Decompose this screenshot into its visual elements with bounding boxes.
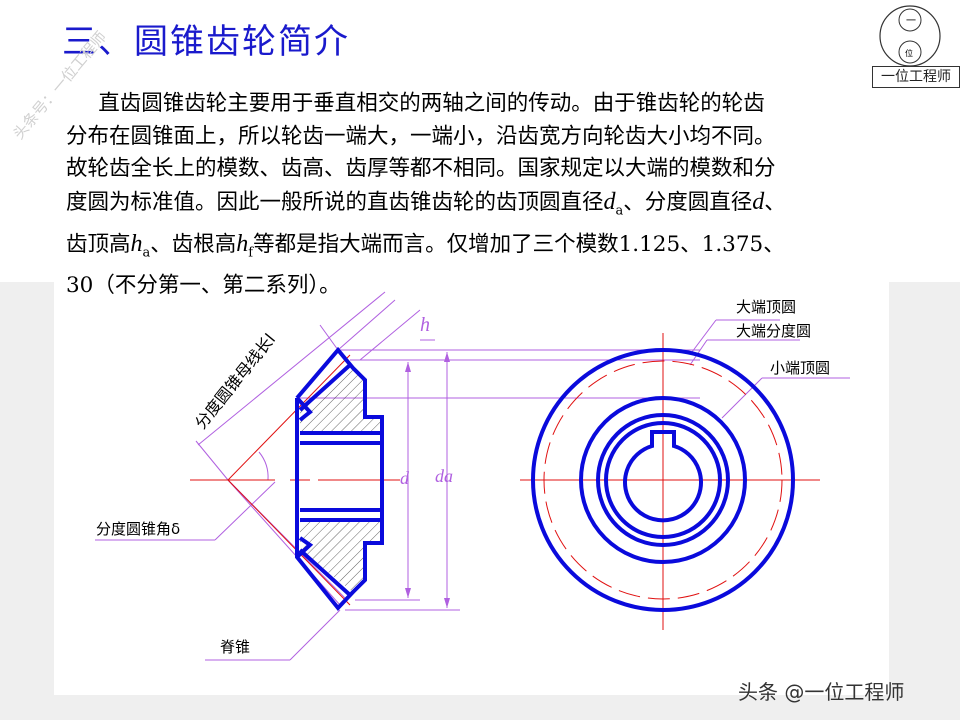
symbol-h: h [236, 230, 249, 257]
para-line: 直齿圆锥齿轮主要用于垂直相交的两轴之间的传动。由于锥齿轮的轮齿 [98, 91, 765, 116]
slide-background [0, 0, 960, 282]
para-line: 故轮齿全长上的模数、齿高、齿厚等都不相同。国家规定以大端的模数和分 [66, 156, 776, 182]
gear-front-view [531, 348, 795, 612]
para-line: 、 [764, 189, 786, 215]
para-line: 等都是指大端而言。仅增加了三个模数1.125、1.375、 [253, 231, 785, 257]
para-line: 、齿根高 [150, 231, 237, 257]
label-small-end-tip-circle: 小端顶圆 [770, 359, 831, 377]
label-d: d [400, 468, 409, 488]
logo-bottom-glyph: 位 [905, 48, 913, 58]
label-da: da [435, 466, 453, 486]
label-back-cone: 脊锥 [220, 638, 251, 656]
symbol-d: d [603, 188, 616, 215]
center-lines [190, 333, 820, 630]
author-credit: 头条 @一位工程师 [738, 680, 905, 704]
logo-text: 一位工程师 [872, 66, 960, 88]
symbol-d: d [752, 188, 765, 215]
para-line: 、分度圆直径 [623, 189, 753, 215]
logo-top-glyph: 一 [906, 16, 916, 27]
para-line: 齿顶高 [66, 231, 131, 257]
drawing-area [54, 280, 889, 695]
gear-section-view [295, 346, 384, 612]
intro-paragraph: 直齿圆锥齿轮主要用于垂直相交的两轴之间的传动。由于锥齿轮的轮齿 分布在圆锥面上，… [66, 88, 938, 302]
dimension-arrows [405, 352, 450, 608]
para-line: 30（不分第一、第二系列）。 [66, 272, 341, 298]
label-big-end-tip-circle: 大端顶圆 [736, 298, 797, 316]
para-line: 度圆为标准值。因此一般所说的直齿锥齿轮的齿顶圆直径 [66, 189, 604, 215]
label-pitch-cone-angle: 分度圆锥角δ [96, 520, 181, 538]
subscript-f: f [248, 244, 254, 260]
subscript-a: a [615, 203, 624, 219]
label-big-end-pitch-circle: 大端分度圆 [736, 322, 812, 340]
subscript-a: a [142, 244, 151, 260]
para-line: 分布在圆锥面上，所以轮齿一端大，一端小，沿齿宽方向轮齿大小均不同。 [66, 123, 776, 149]
slide-title: 三、圆锥齿轮简介 [62, 22, 350, 62]
symbol-h: h [130, 230, 143, 257]
label-h: h [420, 314, 430, 336]
dimension-lines [95, 291, 850, 661]
